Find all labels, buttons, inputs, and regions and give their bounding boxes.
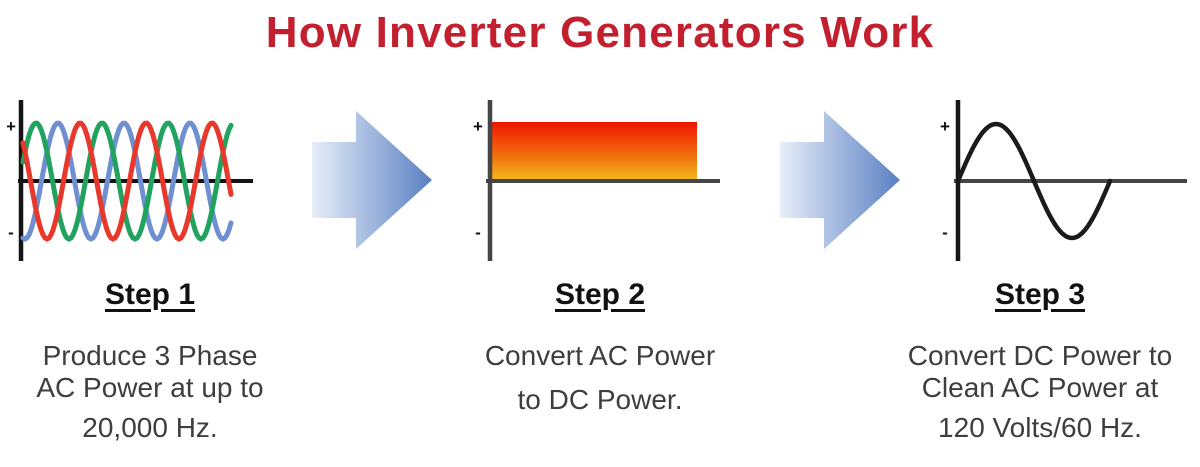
plus-axis-label: +: [940, 117, 950, 136]
step-2-description: Convert AC Power to DC Power.: [450, 340, 750, 416]
plus-axis-label: +: [7, 117, 16, 136]
red-phase-wave: [20, 120, 234, 242]
step-2-label: Step 2: [554, 278, 646, 311]
clean-ac-sine-wave-icon: + -: [940, 100, 1187, 261]
clean-sine-wave: [955, 121, 1113, 241]
description-line: 20,000 Hz.: [82, 412, 218, 443]
plus-axis-label: +: [473, 117, 483, 136]
step-3-label: Step 3: [994, 278, 1086, 311]
dc-power-bar-icon: + -: [473, 100, 720, 261]
right-arrow-icon: [780, 111, 900, 249]
blue-phase-wave: [20, 120, 234, 242]
description-line: Clean AC Power at: [921, 372, 1159, 403]
step-1-description: Produce 3 Phase AC Power at up to 20,000…: [0, 340, 300, 444]
minus-axis-label: -: [8, 223, 14, 242]
minus-axis-label: -: [475, 223, 481, 242]
right-arrow-icon: [312, 111, 432, 249]
description-line: AC Power at up to: [36, 372, 264, 403]
description-line: Convert AC Power: [484, 340, 716, 371]
step-3-description: Convert DC Power to Clean AC Power at 12…: [878, 340, 1200, 444]
step-1-label: Step 1: [104, 278, 196, 311]
minus-axis-label: -: [942, 223, 948, 242]
description-line: Convert DC Power to: [907, 340, 1173, 371]
page-title: How Inverter Generators Work: [265, 8, 935, 57]
description-line: Produce 3 Phase: [42, 340, 258, 371]
description-line: to DC Power.: [517, 384, 683, 415]
description-line: 120 Volts/60 Hz.: [938, 412, 1142, 443]
three-phase-ac-wave-icon: + -: [7, 100, 253, 261]
dc-bar: [492, 122, 697, 180]
